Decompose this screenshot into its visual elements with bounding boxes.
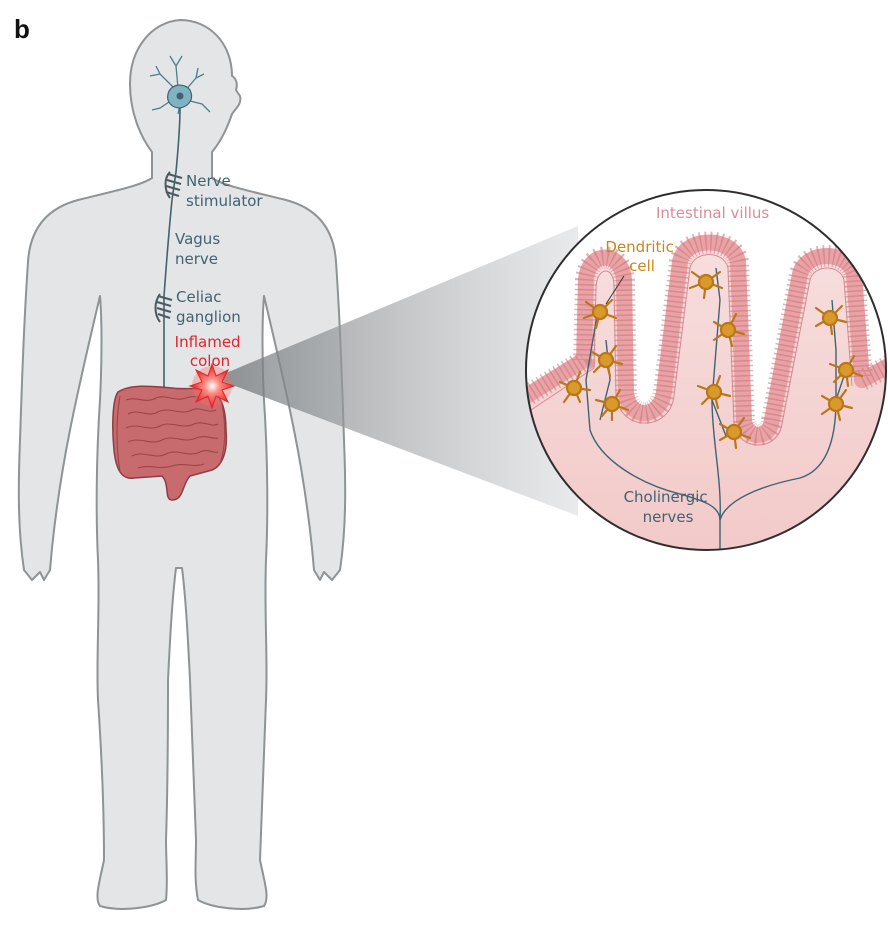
label-cholinergic-nerves-line-2: nerves <box>643 508 694 526</box>
label-nerve-stimulator-line-2: stimulator <box>186 192 263 210</box>
label-vagus-nerve-line-2: nerve <box>175 250 218 268</box>
label-dendritic-cell-line-2: cell <box>629 257 655 275</box>
label-dendritic-cell-line-1: Dendritic <box>605 238 673 256</box>
inflammation-burst <box>190 364 234 408</box>
label-vagus-nerve-line-1: Vagus <box>175 230 220 248</box>
label-cholinergic-nerves-line-1: Cholinergic <box>624 488 708 506</box>
label-nerve-stimulator-line-1: Nerve <box>186 172 231 190</box>
label-celiac-ganglion-line-1: Celiac <box>176 288 221 306</box>
label-inflamed-colon-line-1: Inflamed <box>175 333 241 351</box>
panel-label: b <box>14 14 30 44</box>
label-celiac-ganglion-line-2: ganglion <box>176 308 241 326</box>
label-intestinal-villus: Intestinal villus <box>656 204 769 222</box>
label-inflamed-colon-line-2: colon <box>190 352 230 370</box>
neuron-nucleus <box>177 93 184 100</box>
